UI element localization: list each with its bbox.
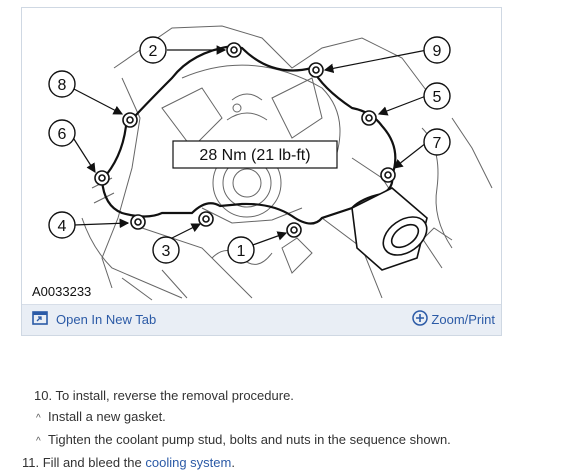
callout-3: 3 bbox=[152, 236, 180, 264]
figure-container: 28 Nm (21 lb-ft) 2 8 6 4 3 1 9 bbox=[21, 7, 502, 336]
callout-4: 4 bbox=[48, 211, 76, 239]
thermostat-housing bbox=[351, 187, 428, 271]
step-10: 10. To install, reverse the removal proc… bbox=[34, 385, 554, 406]
substep-install-gasket: ^ Install a new gasket. bbox=[36, 406, 554, 429]
callout-8: 8 bbox=[48, 70, 76, 98]
open-new-tab-icon bbox=[32, 311, 48, 328]
svg-text:8: 8 bbox=[58, 77, 67, 94]
open-in-new-tab-link[interactable]: Open In New Tab bbox=[32, 311, 156, 328]
svg-text:6: 6 bbox=[58, 126, 67, 143]
torque-label: 28 Nm (21 lb-ft) bbox=[199, 147, 310, 164]
step-11-number: 11. bbox=[22, 455, 40, 470]
zoom-plus-icon bbox=[412, 310, 429, 329]
step-10-number: 10. bbox=[34, 388, 53, 403]
figure-toolbar: Open In New Tab Zoom/Print bbox=[22, 304, 501, 335]
open-in-new-tab-label: Open In New Tab bbox=[56, 312, 157, 327]
substep-text: Install a new gasket. bbox=[48, 409, 166, 424]
cooling-system-link[interactable]: cooling system bbox=[145, 455, 232, 470]
callout-9: 9 bbox=[423, 36, 451, 64]
callout-5: 5 bbox=[423, 82, 451, 110]
svg-text:7: 7 bbox=[433, 135, 442, 152]
step-10-text: To install, reverse the removal procedur… bbox=[55, 388, 294, 403]
substep-text: Tighten the coolant pump stud, bolts and… bbox=[48, 432, 451, 447]
svg-text:5: 5 bbox=[433, 89, 442, 106]
callout-7: 7 bbox=[423, 128, 451, 156]
svg-text:9: 9 bbox=[433, 43, 442, 60]
step-11: 11. Fill and bleed the cooling system. bbox=[22, 452, 554, 473]
svg-text:3: 3 bbox=[162, 243, 171, 260]
step-11-text: Fill and bleed the bbox=[42, 455, 142, 470]
substep-tighten-sequence: ^ Tighten the coolant pump stud, bolts an… bbox=[36, 429, 554, 452]
svg-text:1: 1 bbox=[237, 243, 246, 260]
procedure-steps: 10. To install, reverse the removal proc… bbox=[22, 385, 554, 473]
svg-text:2: 2 bbox=[149, 43, 158, 60]
callout-2: 2 bbox=[139, 36, 167, 64]
zoom-print-label: Zoom/Print bbox=[431, 312, 495, 327]
step-11-period: . bbox=[231, 455, 235, 470]
svg-text:4: 4 bbox=[58, 218, 67, 235]
zoom-print-link[interactable]: Zoom/Print bbox=[412, 310, 495, 329]
caret-icon: ^ bbox=[36, 413, 41, 424]
callout-1: 1 bbox=[227, 236, 255, 264]
caret-icon: ^ bbox=[36, 436, 41, 447]
leader-lines bbox=[71, 45, 428, 247]
figure-id-code: A0033233 bbox=[32, 284, 92, 299]
torque-label-box bbox=[172, 140, 338, 169]
bolt-holes bbox=[94, 42, 396, 238]
coolant-pump-diagram: 28 Nm (21 lb-ft) 2 8 6 4 3 1 9 bbox=[48, 25, 493, 301]
callout-6: 6 bbox=[48, 119, 76, 147]
